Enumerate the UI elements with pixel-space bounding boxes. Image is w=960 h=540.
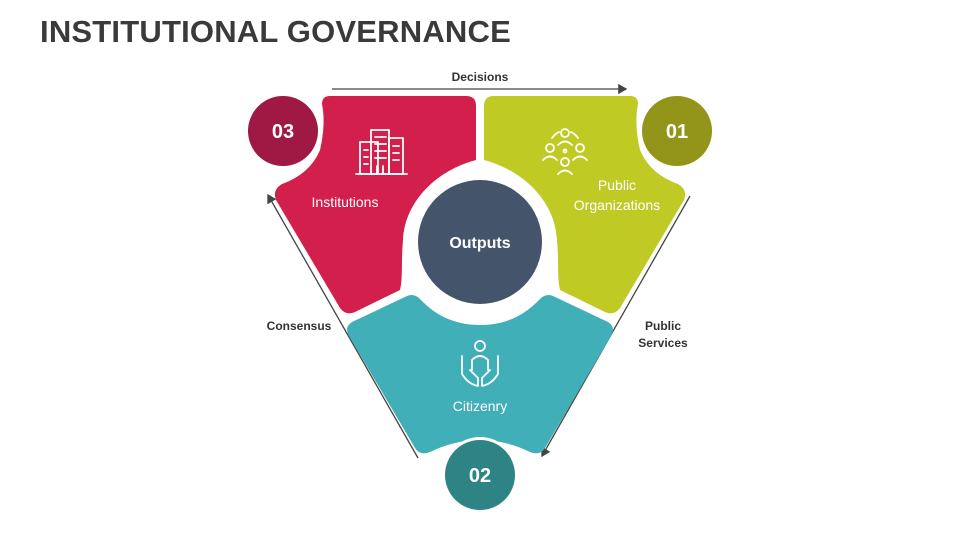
consensus-label: Consensus bbox=[267, 319, 332, 333]
consensus-arrow bbox=[267, 193, 419, 459]
badge-02: 02 bbox=[442, 437, 518, 513]
outputs-center bbox=[418, 180, 542, 304]
public-services-label-line1: Public bbox=[645, 319, 681, 333]
outputs-label: Outputs bbox=[449, 235, 510, 252]
citizenry-segment bbox=[347, 295, 613, 454]
public-services-label-line2: Services bbox=[638, 336, 688, 350]
hands-person-icon bbox=[461, 340, 499, 387]
badge-01-number: 01 bbox=[666, 121, 688, 143]
citizenry-label: Citizenry bbox=[453, 398, 507, 414]
public-organizations-label-line2: Organizations bbox=[574, 197, 660, 213]
badge-03: 03 bbox=[245, 93, 321, 169]
building-icon bbox=[355, 129, 408, 175]
public-organizations-segment bbox=[484, 96, 686, 314]
institutions-label: Institutions bbox=[312, 194, 379, 210]
public-organizations-label-line1: Public bbox=[598, 177, 636, 193]
badge-02-number: 02 bbox=[469, 465, 491, 487]
badge-01: 01 bbox=[639, 93, 715, 169]
institutions-segment bbox=[274, 96, 476, 314]
decisions-label: Decisions bbox=[452, 70, 509, 84]
badge-03-number: 03 bbox=[272, 121, 294, 143]
page-title: INSTITUTIONAL GOVERNANCE bbox=[40, 14, 511, 49]
public-services-arrow bbox=[541, 195, 691, 458]
people-network-icon bbox=[542, 128, 588, 175]
